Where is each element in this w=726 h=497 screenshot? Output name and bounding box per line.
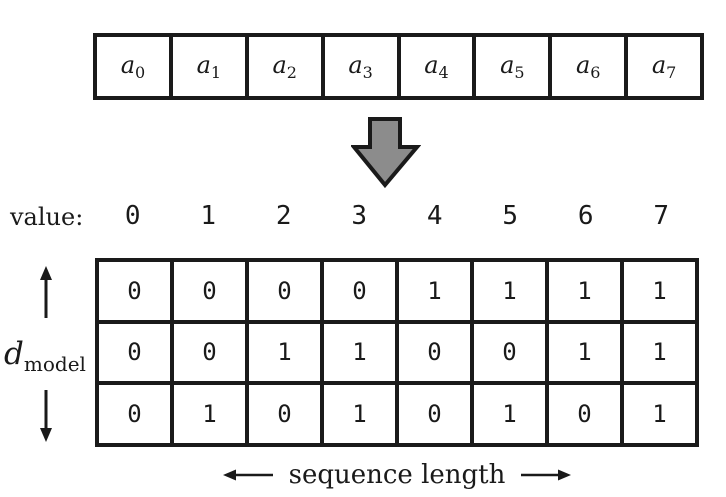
- grid-cell: 1: [620, 381, 699, 447]
- value-number: 4: [426, 201, 443, 231]
- grid-cell: 1: [545, 258, 624, 324]
- input-cell-label: a: [651, 51, 667, 79]
- grid-cell: 1: [620, 319, 699, 386]
- input-cell: a3: [320, 33, 401, 100]
- value-number: 5: [502, 201, 519, 231]
- grid-cell: 0: [395, 319, 474, 386]
- dmodel-subscript: model: [23, 352, 86, 376]
- value-number: 7: [653, 201, 670, 231]
- grid-cell: 1: [170, 381, 249, 447]
- sequence-length-axis: sequence length: [95, 457, 699, 493]
- input-cell: a5: [472, 33, 553, 100]
- input-cell-label: a: [424, 51, 439, 79]
- input-cell-label: a: [575, 51, 591, 79]
- down-arrow-icon: [351, 117, 421, 189]
- grid-cell: 1: [470, 381, 549, 447]
- grid-cell: 0: [170, 258, 249, 324]
- grid-cell: 0: [95, 258, 174, 324]
- dmodel-axis-label: dmodel: [0, 336, 90, 376]
- dmodel-down-arrow-icon: [40, 390, 52, 442]
- grid-row: 0 1 0 1 0 1 0 1: [95, 381, 699, 447]
- grid-cell: 1: [320, 319, 399, 386]
- input-cell-label: a: [348, 51, 363, 79]
- input-cell: a7: [624, 33, 704, 100]
- input-cell-subscript: 4: [438, 63, 449, 82]
- grid-cell: 0: [95, 381, 174, 447]
- input-cell-label: a: [196, 51, 211, 79]
- input-array: a0 a1 a2 a3 a4 a5 a6 a7: [93, 33, 704, 100]
- grid-cell: 0: [170, 319, 249, 386]
- input-cell-label: a: [120, 51, 135, 79]
- grid-row: 0 0 1 1 0 0 1 1: [95, 319, 699, 386]
- input-array-row: a0 a1 a2 a3 a4 a5 a6 a7: [93, 33, 704, 100]
- right-arrow-icon: [521, 469, 572, 481]
- grid-cell: 1: [545, 319, 624, 386]
- input-cell-label: a: [272, 51, 287, 79]
- grid-cell: 1: [245, 319, 324, 386]
- grid-cell: 0: [395, 381, 474, 447]
- sequence-length-label: sequence length: [288, 460, 506, 490]
- value-number: 0: [124, 201, 141, 231]
- input-cell-subscript: 1: [210, 63, 222, 82]
- grid-cell: 0: [245, 258, 324, 324]
- input-cell: a4: [396, 33, 477, 100]
- dmodel-base: d: [4, 336, 24, 372]
- grid-cell: 1: [620, 258, 699, 324]
- grid-cell: 0: [245, 381, 324, 447]
- grid-cell: 0: [470, 319, 549, 386]
- left-arrow-icon: [222, 469, 273, 481]
- grid-cell: 0: [320, 258, 399, 324]
- dmodel-up-arrow-icon: [40, 266, 52, 318]
- grid-cell: 1: [470, 258, 549, 324]
- value-number: 2: [275, 201, 292, 231]
- input-cell-subscript: 0: [135, 63, 146, 82]
- input-cell-label: a: [500, 51, 515, 79]
- grid-cell: 1: [395, 258, 474, 324]
- grid-row: 0 0 0 0 1 1 1 1: [95, 258, 699, 324]
- input-cell-subscript: 3: [362, 63, 373, 82]
- input-cell-subscript: 6: [590, 63, 601, 82]
- input-cell-subscript: 7: [666, 63, 677, 82]
- input-cell-subscript: 5: [514, 63, 525, 82]
- input-cell: a0: [93, 33, 173, 100]
- binary-encoding-grid: 0 0 0 0 1 1 1 1 0 0 1 1 0 0 1 1 0 1 0 1 …: [95, 258, 699, 447]
- grid-cell: 1: [320, 381, 399, 447]
- grid-cell: 0: [545, 381, 624, 447]
- input-cell: a1: [168, 33, 249, 100]
- value-number: 3: [351, 201, 368, 231]
- value-row-label: value:: [10, 203, 84, 231]
- input-cell-subscript: 2: [286, 63, 297, 82]
- input-cell: a2: [244, 33, 325, 100]
- grid-cell: 0: [95, 319, 174, 386]
- input-cell: a6: [548, 33, 629, 100]
- value-number: 1: [200, 201, 217, 231]
- value-row-numbers: 0 1 2 3 4 5 6 7: [95, 201, 699, 231]
- value-number: 6: [577, 201, 594, 231]
